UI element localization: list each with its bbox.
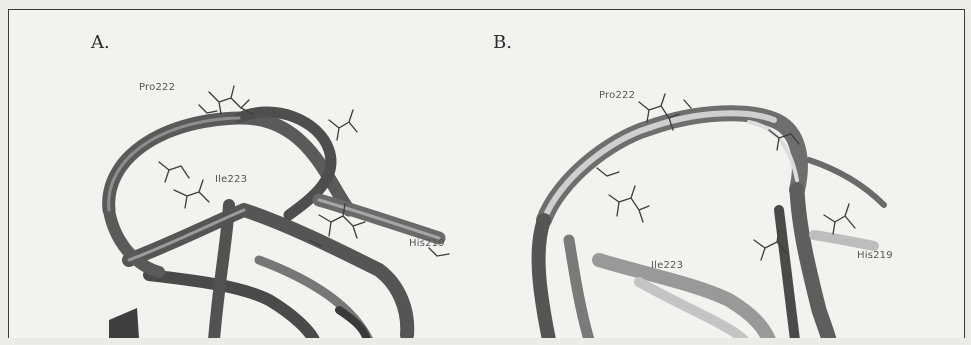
residue-label-ile223: Ile223: [215, 174, 247, 185]
panel-b: B. Pro222 Ile223 His219: [479, 10, 964, 338]
panel-label: B.: [493, 32, 512, 53]
residue-label-his219: His219: [857, 250, 893, 261]
panel-label: A.: [91, 32, 110, 53]
figure-frame: A. Pro222 Ile223 His219: [8, 9, 965, 338]
panel-a: A. Pro222 Ile223 His219: [9, 10, 479, 338]
residue-label-pro222: Pro222: [139, 82, 175, 93]
residue-label-his219: His219: [409, 238, 445, 249]
protein-ribbon-diagram-b: [479, 10, 964, 338]
residue-label-ile223: Ile223: [651, 260, 683, 271]
residue-label-pro222: Pro222: [599, 90, 635, 101]
